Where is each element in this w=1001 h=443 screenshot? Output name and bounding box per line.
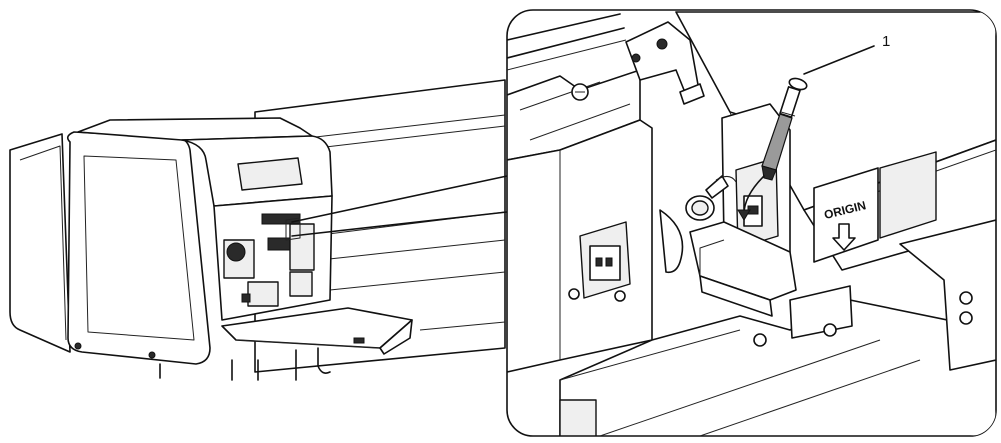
bolt-icon: [753, 333, 767, 347]
callout-leader-line: [803, 45, 875, 75]
bolt-icon: [568, 288, 580, 300]
printer-overview: [9, 79, 508, 381]
pin-icon: [761, 77, 808, 181]
detail-left-wall: [507, 119, 684, 373]
detail-view: ORIGIN: [506, 9, 997, 437]
down-arrow-icon: [832, 223, 856, 251]
detail-lower-frame: [559, 219, 996, 436]
bolt-icon: [959, 291, 973, 305]
detail-rails: [507, 13, 641, 161]
control-head: [181, 135, 333, 207]
cover-screw-icon: [148, 351, 156, 359]
printer-side-cover: [66, 131, 211, 365]
callout-1: 1: [803, 33, 890, 75]
printer-legs: [159, 347, 331, 381]
origin-label: ORIGIN: [813, 151, 937, 263]
pull-out-tray: [221, 307, 413, 355]
open-compartment: [213, 195, 333, 321]
callout-number: 1: [882, 33, 890, 50]
control-panel-display: [237, 157, 303, 191]
lever-bracket: [625, 21, 705, 105]
gear-icon: [226, 242, 246, 262]
spool-icon: [685, 175, 737, 221]
bolt-icon: [614, 290, 626, 302]
cover-screw-icon: [74, 342, 82, 350]
bolt-icon: [959, 311, 973, 325]
insertion-arrow-icon: [737, 175, 765, 221]
bolt-icon: [823, 323, 837, 337]
zoom-guide-lines: [285, 175, 508, 241]
printer-end-cap: [9, 133, 71, 353]
